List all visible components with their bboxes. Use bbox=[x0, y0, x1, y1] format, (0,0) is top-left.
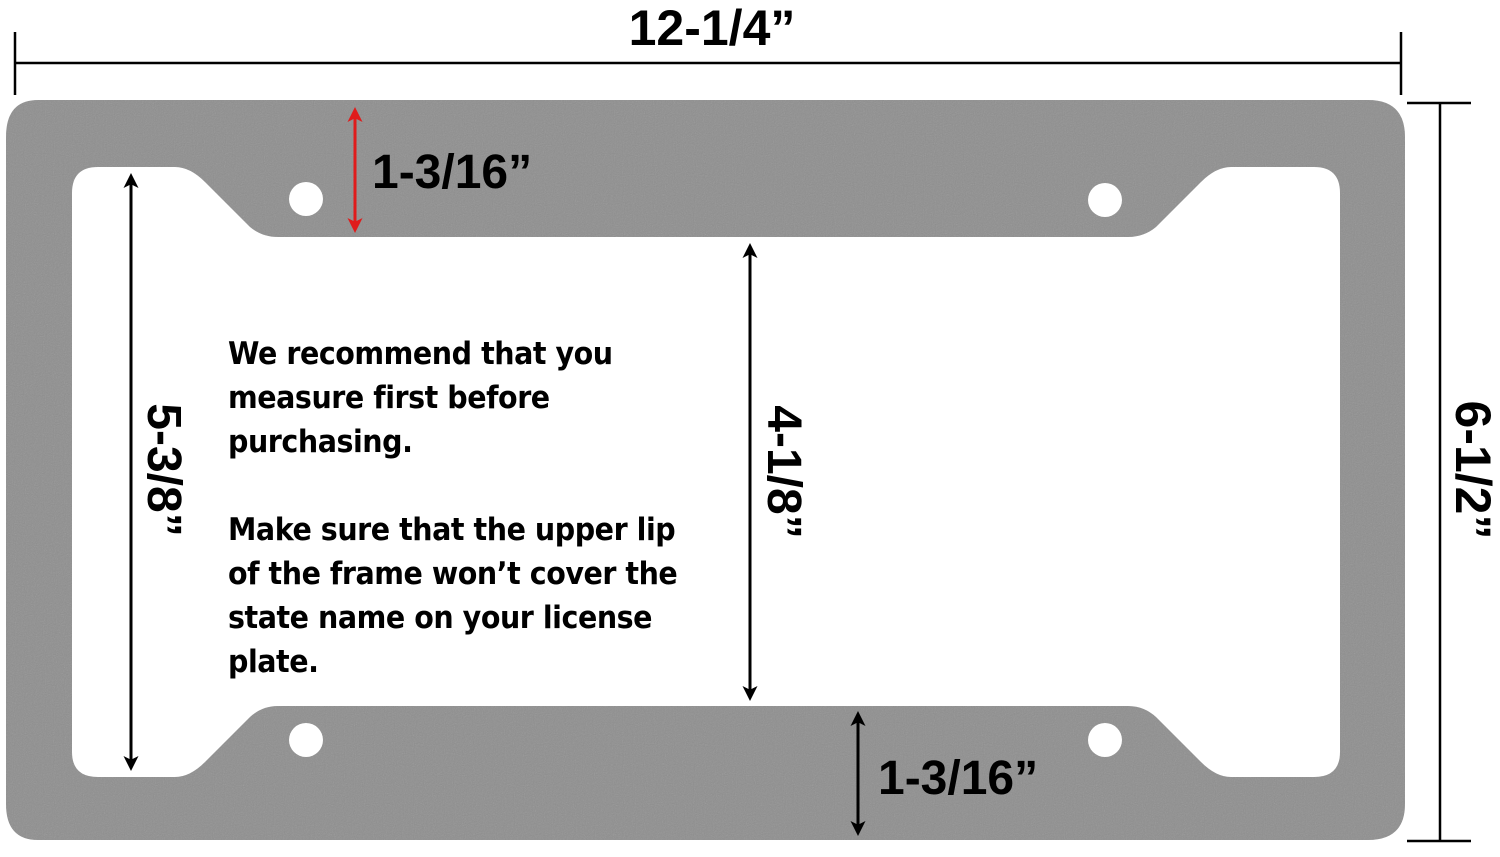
top-lip-label: 1-3/16” bbox=[372, 146, 532, 199]
width-label: 12-1/4” bbox=[629, 0, 796, 56]
inner-opening-label: 5-3/8” bbox=[137, 403, 190, 536]
mounting-hole-top-right bbox=[1088, 183, 1122, 217]
mounting-hole-bottom-right bbox=[1088, 723, 1122, 757]
plate-view-label: 4-1/8” bbox=[757, 405, 810, 538]
plate-view-dimension: 4-1/8” bbox=[742, 243, 810, 701]
mounting-hole-top-left bbox=[289, 182, 323, 216]
bottom-lip-dimension: 1-3/16” bbox=[850, 711, 1038, 836]
bottom-lip-label: 1-3/16” bbox=[878, 752, 1038, 805]
note-upper-lip-warning: Make sure that the upper lip of the fram… bbox=[228, 512, 678, 680]
inner-opening-dimension: 5-3/8” bbox=[123, 173, 190, 771]
note-recommendation: We recommend that you measure first befo… bbox=[228, 336, 613, 460]
measurement-note: We recommend that you measure first befo… bbox=[228, 332, 706, 684]
width-dimension: 12-1/4” bbox=[13, 0, 1403, 95]
top-lip-dimension: 1-3/16” bbox=[347, 107, 532, 233]
mounting-hole-bottom-left bbox=[289, 723, 323, 757]
height-dimension: 6-1/2” bbox=[1407, 101, 1500, 843]
height-label: 6-1/2” bbox=[1445, 401, 1500, 540]
